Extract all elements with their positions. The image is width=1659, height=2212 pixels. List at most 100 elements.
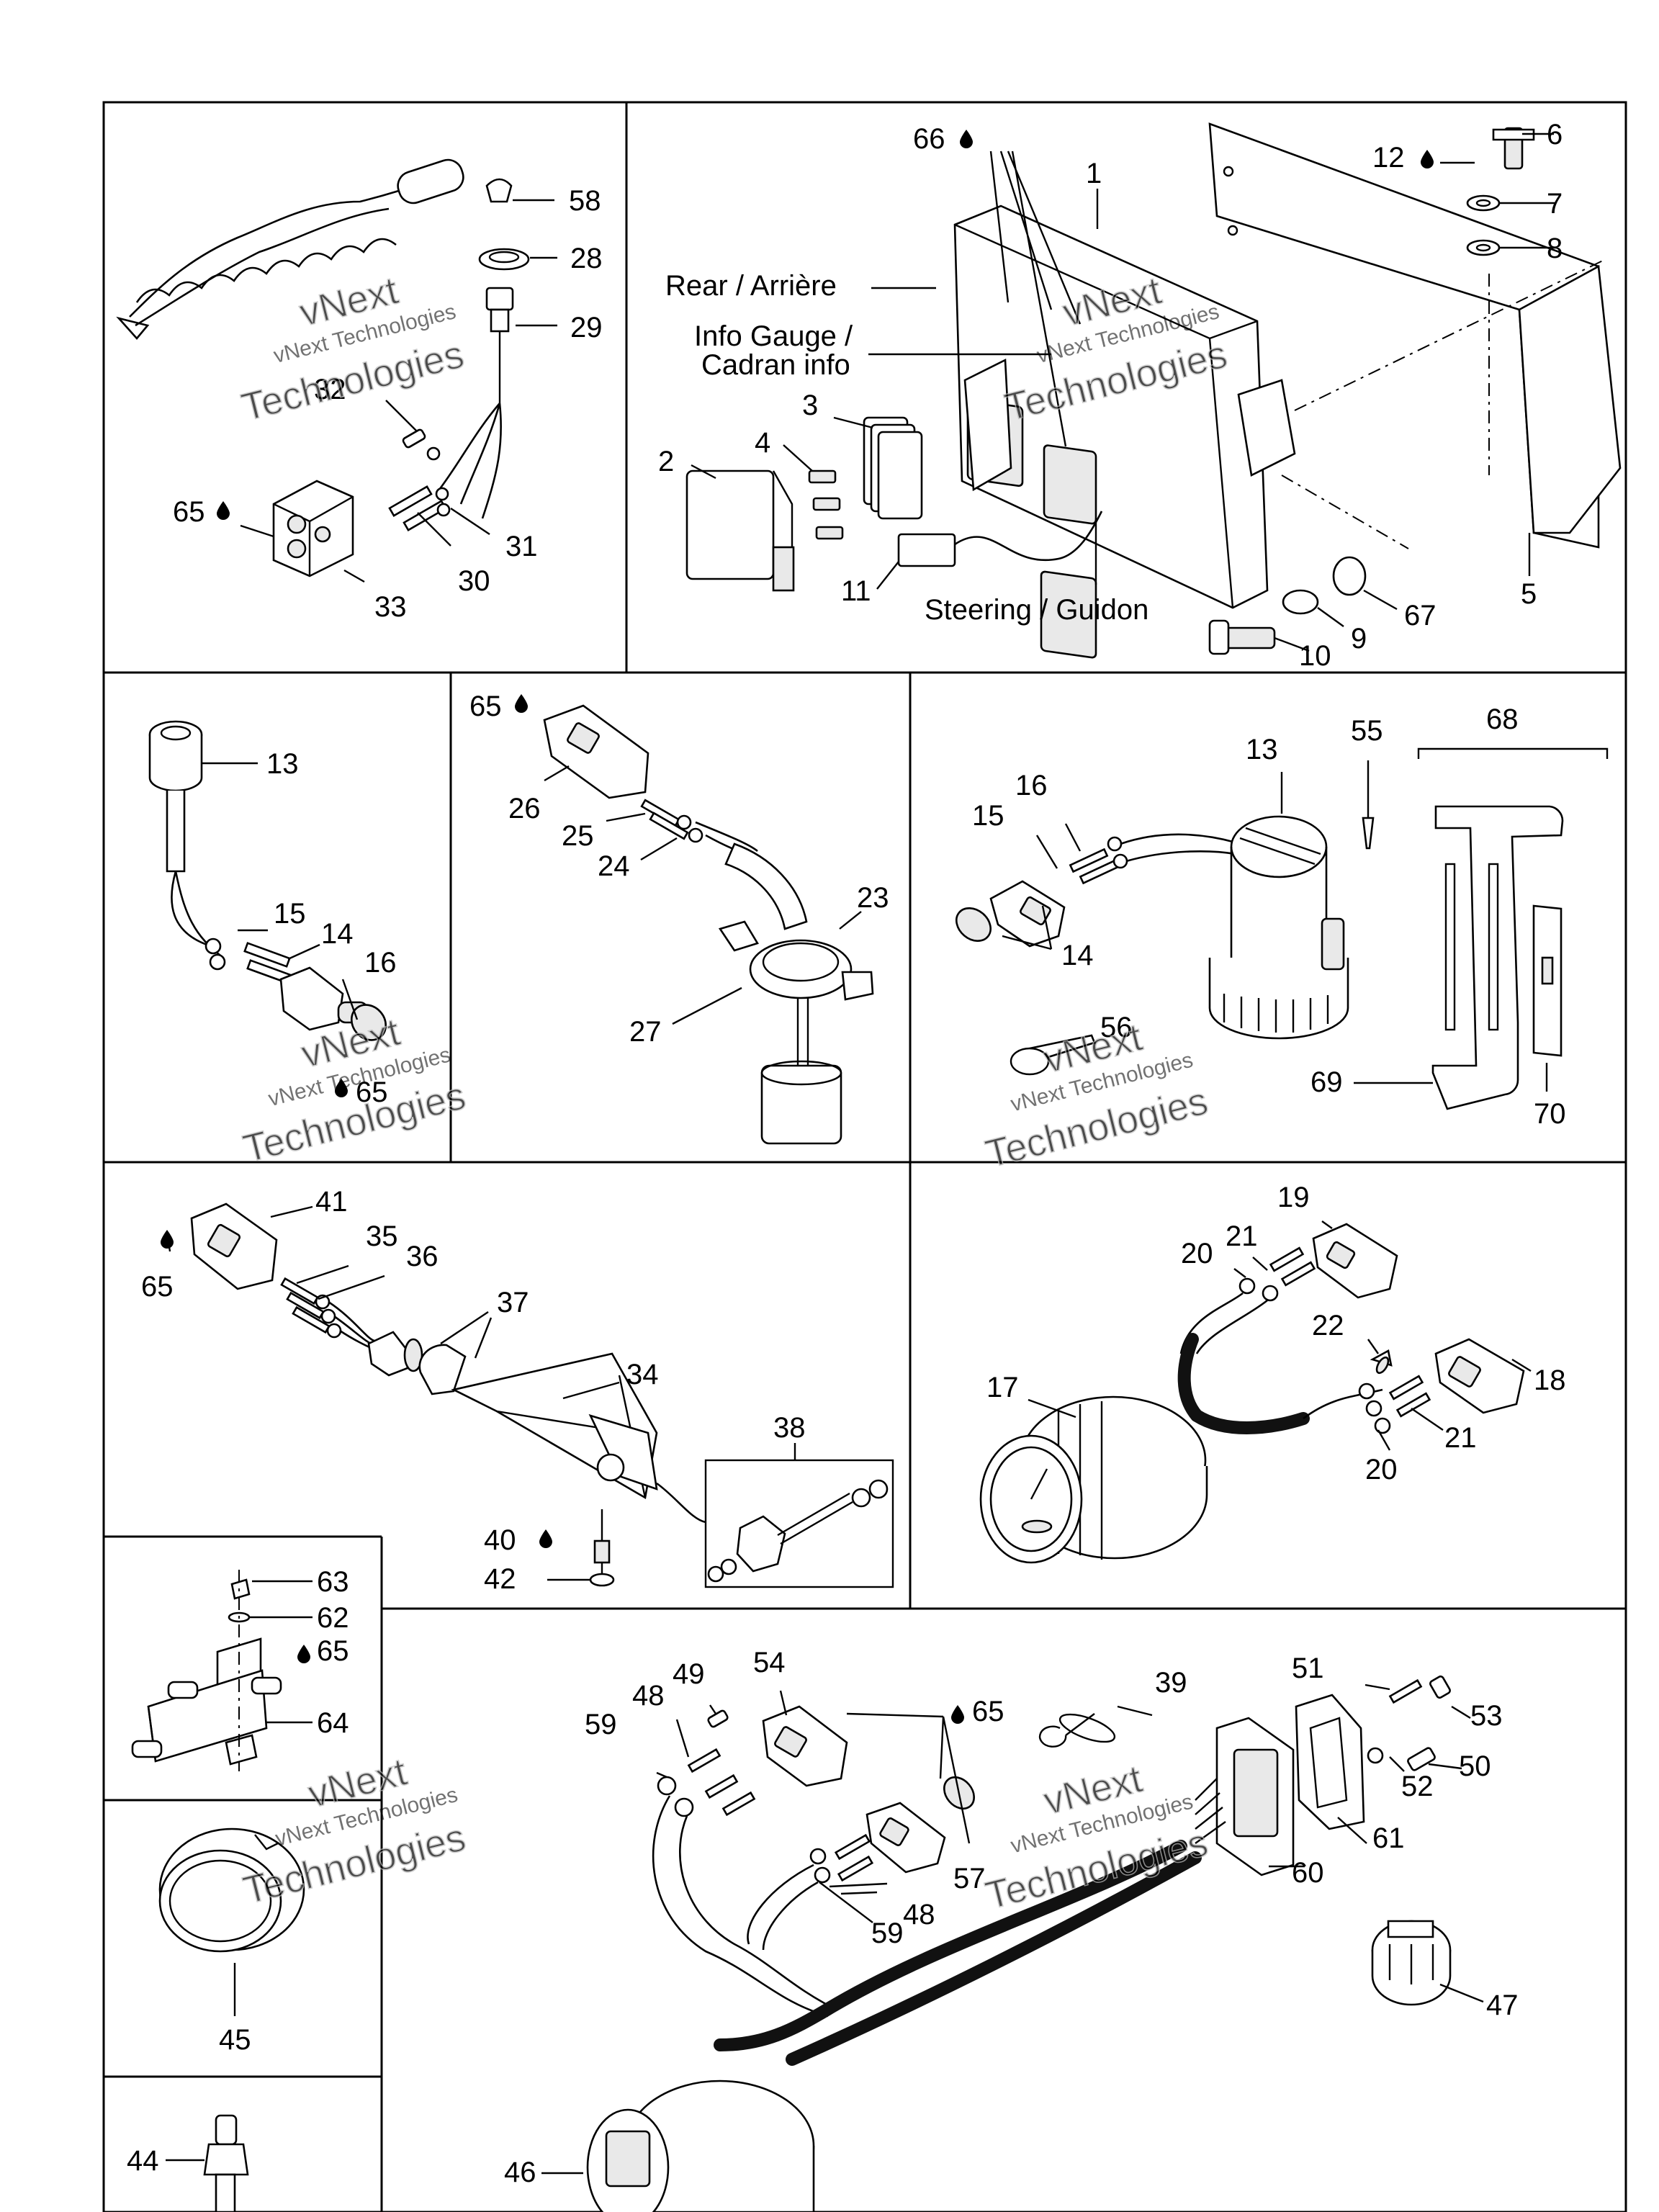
callout-21a: 21 [1226,1220,1258,1252]
callout-70: 70 [1534,1098,1566,1130]
callout-20a: 20 [1181,1238,1213,1269]
callout-6: 6 [1547,119,1563,150]
callout-48b: 48 [903,1899,935,1930]
callout-67: 67 [1404,600,1437,631]
callout-34: 34 [626,1359,659,1390]
panel-temp-sensor [148,720,387,1041]
oil-drop-icon [1421,150,1434,168]
callout-16a: 16 [364,947,397,979]
annotation-info-gauge-line1: Info Gauge / [694,320,853,352]
callout-24: 24 [598,850,630,882]
callout-65d: 65 [141,1271,174,1303]
callout-32: 32 [314,374,346,405]
callout-13a: 13 [266,748,299,780]
annotation-rear: Rear / Arrière [665,270,837,302]
callout-20b: 20 [1365,1454,1398,1485]
callout-63: 63 [317,1566,349,1598]
panel-bilge-pump [955,747,1609,1110]
panel-solenoid [131,1570,313,1771]
callout-14a: 14 [321,918,354,950]
oil-drop-icon [217,501,230,520]
oil-drop-icon [960,130,973,148]
callout-15a: 15 [274,898,306,930]
callout-44: 44 [127,2145,159,2177]
callout-68: 68 [1486,703,1519,735]
callout-59a: 59 [585,1709,617,1740]
callout-54: 54 [753,1647,786,1678]
panel-module [685,122,1622,659]
callout-13b: 13 [1246,734,1278,765]
callout-39: 39 [1155,1667,1187,1699]
callout-65f: 65 [972,1696,1004,1727]
callout-26: 26 [508,793,541,824]
callout-8: 8 [1547,233,1563,264]
callout-69: 69 [1310,1066,1343,1098]
callout-31: 31 [505,531,538,562]
oil-drop-icon [515,694,528,713]
callout-65e: 65 [317,1635,349,1667]
callout-5: 5 [1521,578,1537,610]
callout-1: 1 [1086,158,1102,189]
callout-labels: 58 28 29 32 65 31 30 33 66 1 12 6 7 8 3 … [127,119,1566,2188]
callout-21b: 21 [1444,1422,1477,1454]
callout-15b: 15 [972,800,1004,832]
callout-58: 58 [569,185,601,217]
callout-47: 47 [1486,1990,1519,2021]
callout-51: 51 [1292,1653,1324,1684]
callout-55: 55 [1351,715,1383,747]
callout-16b: 16 [1015,770,1048,801]
callout-23: 23 [857,882,889,914]
oil-drop-icon [297,1645,310,1663]
panel-level-sender [543,704,874,1145]
panel-throttle-sensor [166,1202,894,1588]
callout-48a: 48 [632,1680,665,1712]
callout-7: 7 [1547,188,1563,220]
callout-49: 49 [673,1658,705,1690]
callout-50: 50 [1459,1750,1491,1782]
annotation-info-gauge-line2: Cadran info [701,349,850,381]
callout-35: 35 [366,1220,398,1252]
callout-65c: 65 [469,691,502,722]
callout-64: 64 [317,1707,349,1739]
panel-tether [116,158,557,583]
callout-45: 45 [219,2024,251,2056]
panel-gauge-17 [979,1220,1532,1564]
callout-61: 61 [1372,1822,1405,1854]
callout-12: 12 [1372,142,1405,174]
panel-info-gauge [541,1675,1484,2212]
callout-18: 18 [1534,1364,1566,1396]
callout-2: 2 [658,446,674,477]
callout-29: 29 [570,312,603,343]
callout-11: 11 [841,575,871,607]
callout-4: 4 [755,427,770,459]
callout-62: 62 [317,1602,349,1634]
annotation-steering: Steering / Guidon [925,594,1148,626]
oil-drop-icon [161,1230,174,1249]
callout-28: 28 [570,243,603,274]
callout-52: 52 [1401,1771,1434,1802]
panel-fitting [166,2114,249,2212]
callout-59b: 59 [871,1917,904,1949]
callout-40: 40 [484,1524,516,1556]
callout-22: 22 [1312,1310,1344,1341]
callout-25: 25 [562,820,594,852]
callout-41: 41 [315,1186,348,1218]
callout-3: 3 [802,390,818,421]
panel-ring [158,1827,305,2016]
callout-66: 66 [913,123,945,155]
panel-frames [102,101,1627,2212]
callout-57: 57 [953,1863,986,1894]
annotations: Rear / Arrière Info Gauge / Cadran info … [665,270,1148,626]
callout-46: 46 [504,2157,536,2188]
callout-10: 10 [1299,640,1331,672]
callout-53: 53 [1470,1700,1503,1732]
oil-drop-icon [951,1705,964,1724]
callout-14b: 14 [1061,940,1094,971]
callout-30: 30 [458,565,490,597]
callout-27: 27 [629,1016,662,1048]
callout-33: 33 [374,591,407,623]
callout-65b: 65 [356,1076,388,1108]
callout-9: 9 [1351,623,1367,655]
oil-drop-icon [539,1529,552,1548]
